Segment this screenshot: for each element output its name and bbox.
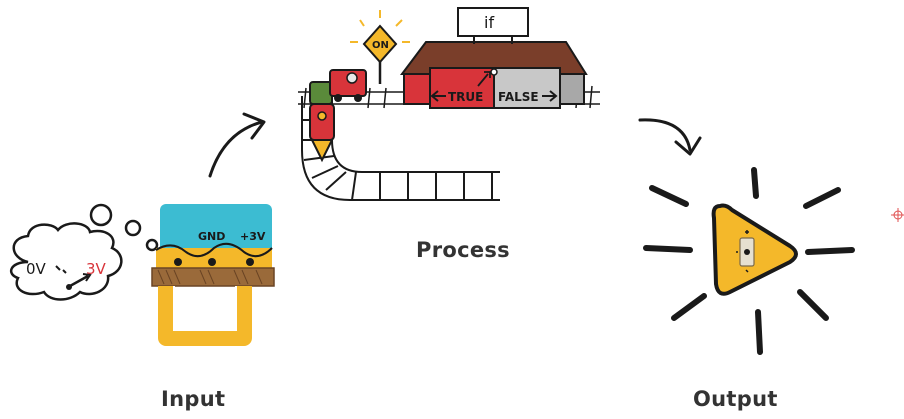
- wagon-wheel-1: [334, 94, 342, 102]
- thought-dot-medium: [126, 221, 140, 235]
- train-light: [318, 112, 326, 120]
- led-hole: [744, 249, 750, 255]
- output-caption: Output: [693, 387, 778, 411]
- station-right-wing: [560, 74, 584, 104]
- crosshair-mark: [891, 208, 904, 222]
- process-illustration: ON TRUE FALSE if: [298, 8, 600, 200]
- led-body: [714, 206, 796, 294]
- dial-pivot: [66, 284, 72, 290]
- thought-low-label: 0V: [26, 260, 47, 278]
- process-caption: Process: [416, 238, 510, 262]
- pin-gnd: [208, 258, 216, 266]
- arrow-to-process: [210, 114, 264, 176]
- pin-gnd-label: GND: [198, 230, 225, 243]
- wagon-window: [347, 73, 357, 83]
- station-left-wing: [404, 74, 430, 104]
- false-door-label: FALSE: [498, 90, 539, 104]
- train-engine: [310, 104, 334, 140]
- thought-dot-large: [91, 205, 111, 225]
- thought-dot-small: [147, 240, 157, 250]
- pin-left: [174, 258, 182, 266]
- board-brown-band: [152, 268, 274, 286]
- true-door-label: TRUE: [448, 90, 483, 104]
- if-sign-label: if: [484, 13, 494, 32]
- track-inner: [332, 100, 500, 172]
- arrow-to-output: [640, 120, 700, 154]
- input-caption: Input: [161, 387, 225, 411]
- switch-pivot: [491, 69, 497, 75]
- on-sign-label: ON: [372, 40, 389, 51]
- output-illustration: [646, 170, 852, 352]
- train-car-green: [310, 82, 332, 104]
- input-illustration: 0V 3V GND +3V: [11, 204, 274, 338]
- wagon-wheel-2: [354, 94, 362, 102]
- pin-3v: [246, 258, 254, 266]
- wire-loop-outline: [174, 286, 236, 330]
- pin-3v-label: +3V: [240, 230, 266, 243]
